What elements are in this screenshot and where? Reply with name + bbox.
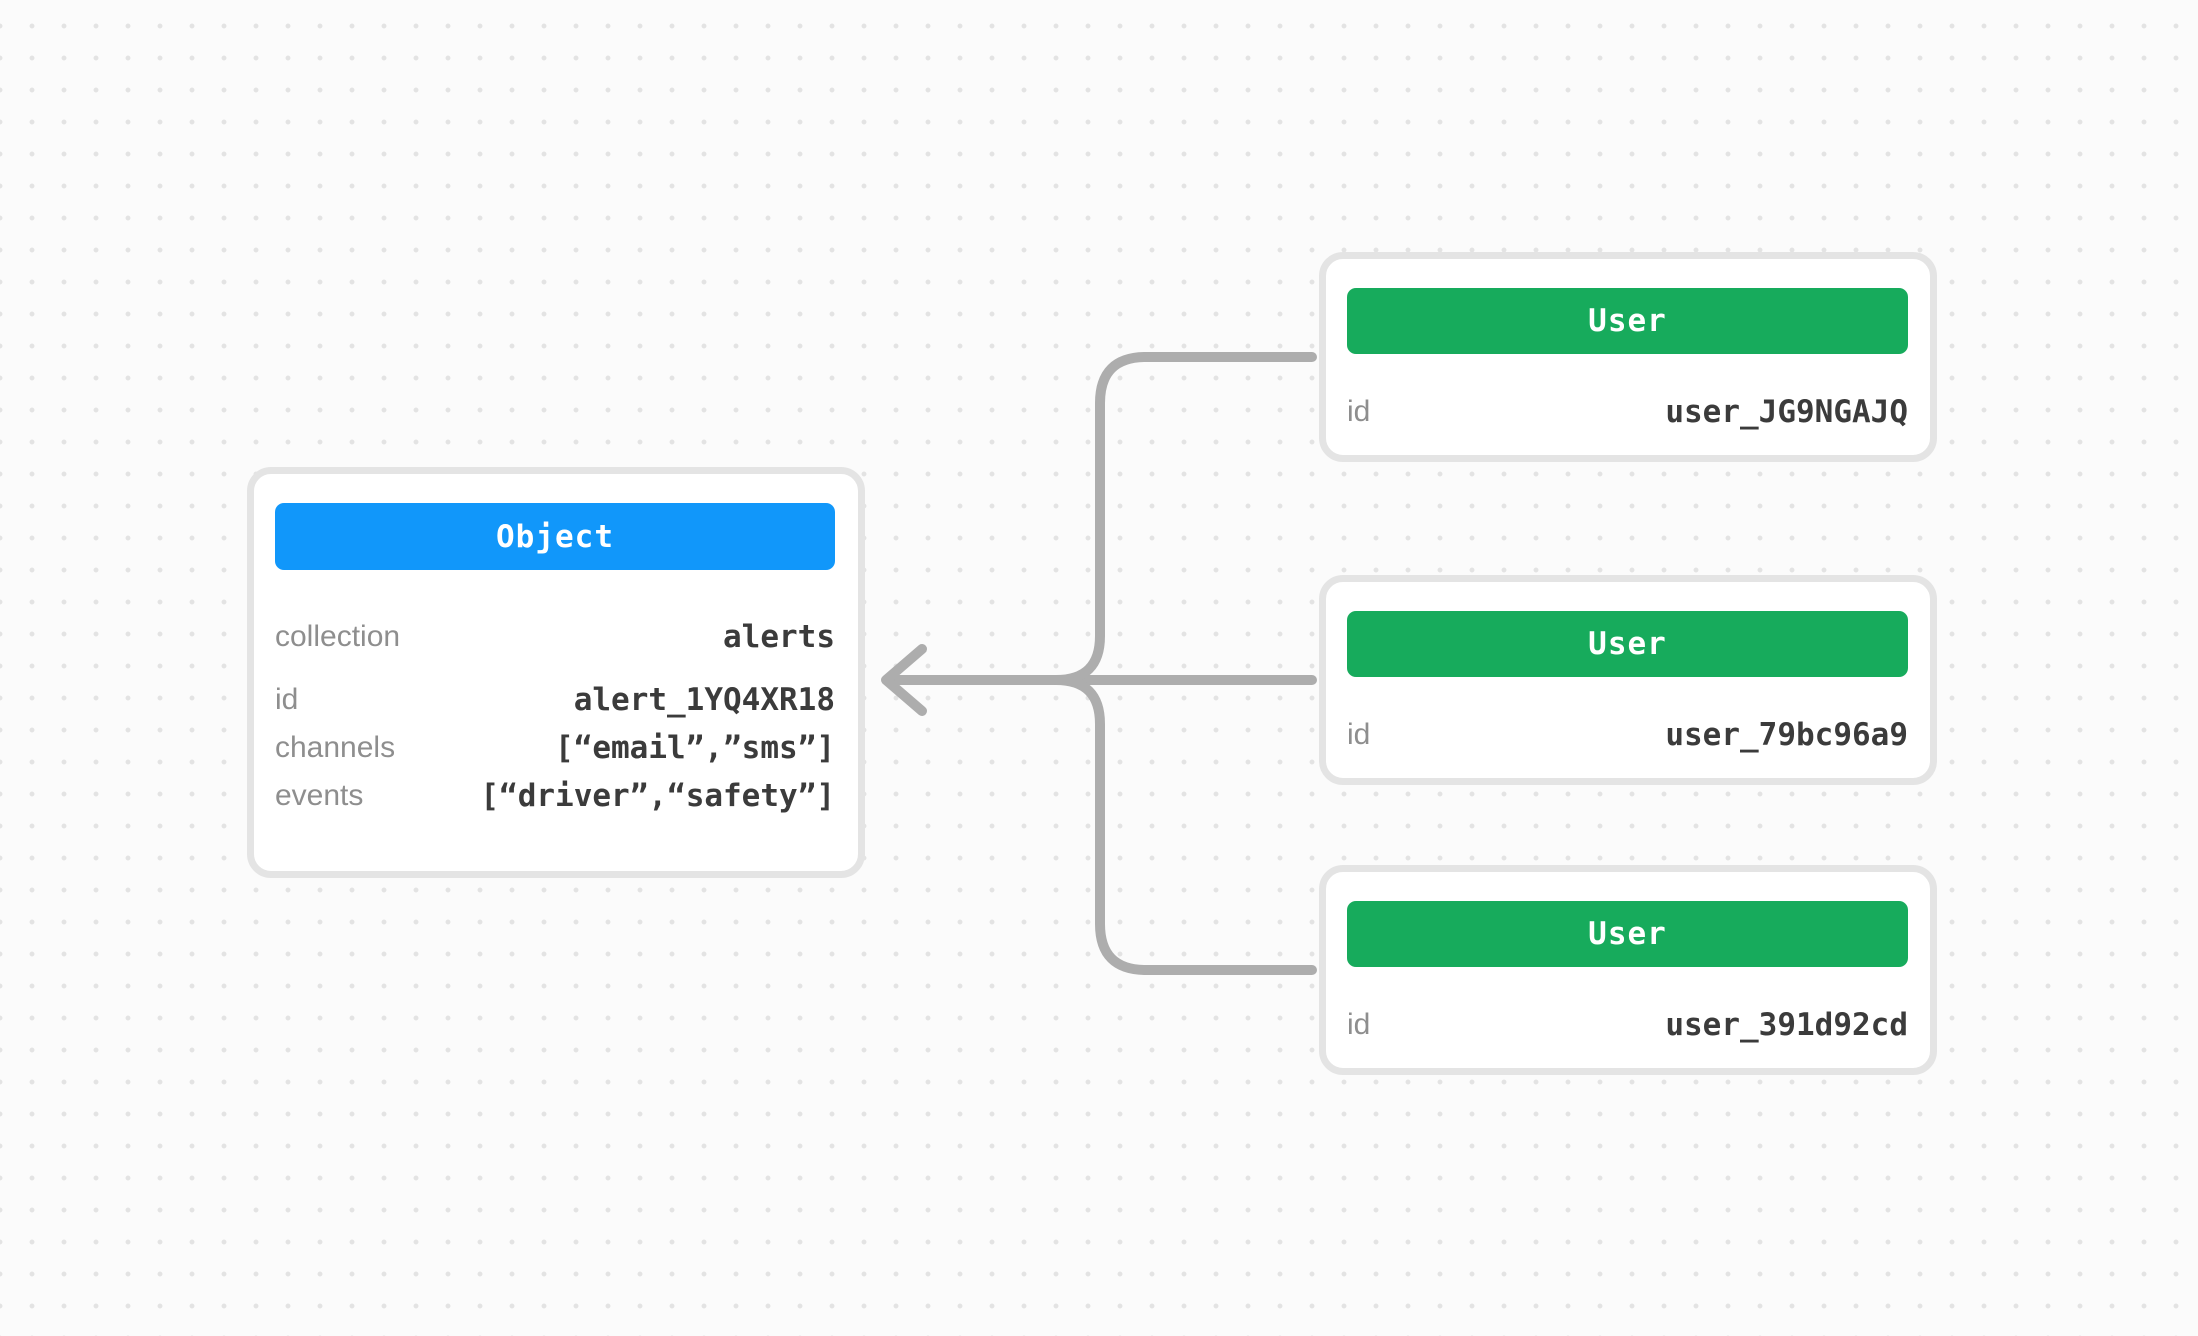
field-value: alert_1YQ4XR18 [573,682,835,718]
field-value: user_79bc96a9 [1665,717,1908,753]
edge-user3-to-object [1051,675,1317,975]
object-node-header: Object [275,503,835,570]
user-node-header: User [1347,288,1908,354]
object-node[interactable]: Object collection alerts id alert_1YQ4XR… [247,467,865,878]
user-node-header: User [1347,611,1908,677]
field-row-channels: channels [“email”,”sms”] [275,726,835,770]
field-row-events: events [“driver”,“safety”] [275,774,835,818]
field-label: id [275,683,299,716]
field-row-collection: collection alerts [275,615,835,659]
field-row-id: id user_JG9NGAJQ [1347,390,1908,434]
user-node-title: User [1588,626,1667,662]
field-value: [“driver”,“safety”] [480,778,835,814]
user-node-title: User [1588,916,1667,952]
user-node-1[interactable]: User id user_JG9NGAJQ [1319,252,1937,462]
field-row-id: id user_79bc96a9 [1347,713,1908,757]
field-value: user_391d92cd [1665,1007,1908,1043]
field-label: id [1347,718,1371,751]
user-node-title: User [1588,303,1667,339]
edge-user1-to-object [1051,352,1317,685]
field-label: id [1347,1008,1371,1041]
field-value: alerts [723,619,835,655]
field-label: collection [275,620,401,653]
user-node-3[interactable]: User id user_391d92cd [1319,865,1937,1075]
field-value: user_JG9NGAJQ [1665,394,1908,430]
user-node-header: User [1347,901,1908,967]
field-label: events [275,779,364,812]
user-node-2[interactable]: User id user_79bc96a9 [1319,575,1937,785]
field-label: id [1347,395,1371,428]
field-value: [“email”,”sms”] [555,730,835,766]
field-row-id: id alert_1YQ4XR18 [275,678,835,722]
arrow-left-icon [881,644,927,716]
field-label: channels [275,731,396,764]
field-row-id: id user_391d92cd [1347,1003,1908,1047]
object-node-title: Object [496,518,614,555]
